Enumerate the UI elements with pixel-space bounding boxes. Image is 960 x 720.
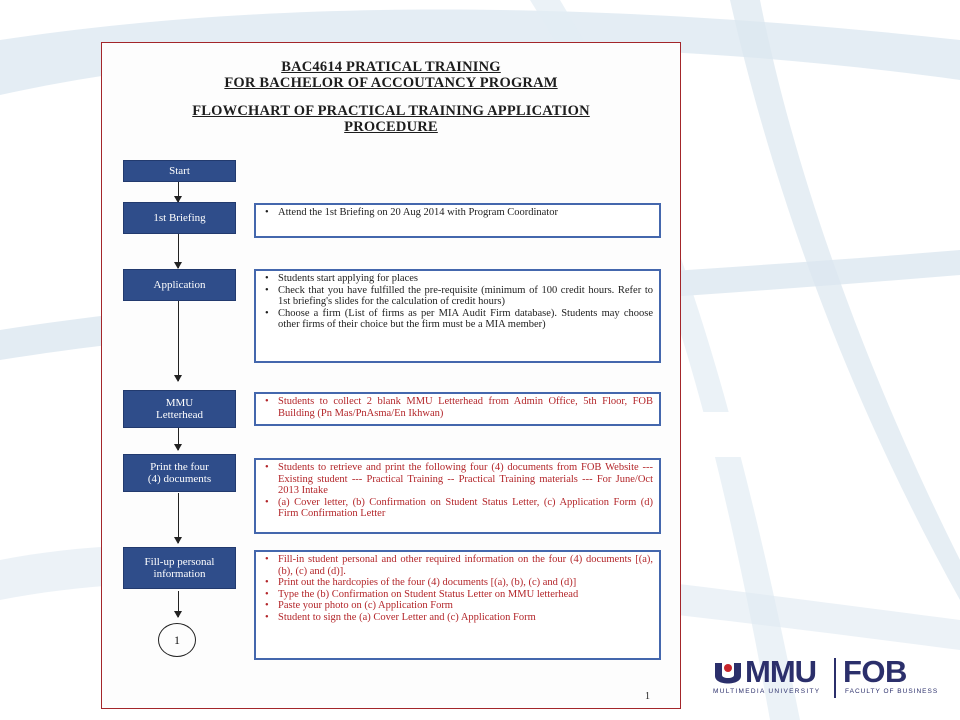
step-start-label: Start — [169, 165, 190, 177]
briefing-details: Attend the 1st Briefing on 20 Aug 2014 w… — [254, 203, 661, 238]
arrow-3 — [174, 301, 182, 382]
briefing-bullet: Attend the 1st Briefing on 20 Aug 2014 w… — [265, 207, 653, 219]
print-details: Students to retrieve and print the follo… — [254, 458, 661, 534]
doc-title-line2: FOR BACHELOR OF ACCOUTANCY PROGRAM — [224, 75, 558, 91]
logo-fob-subtitle: FACULTY OF BUSINESS — [845, 688, 939, 695]
logo-fob-text: FOB — [843, 654, 907, 689]
step-fill-label-2: information — [153, 568, 206, 580]
step-start: Start — [124, 161, 235, 181]
page-number: 1 — [645, 691, 650, 702]
application-bullet: Choose a firm (List of firms as per MIA … — [265, 308, 653, 331]
arrow-2 — [174, 234, 182, 269]
letterhead-bullet: Students to collect 2 blank MMU Letterhe… — [265, 396, 653, 419]
fill-bullet: Print out the hardcopies of the four (4)… — [265, 577, 653, 589]
fill-up-details: Fill-in student personal and other requi… — [254, 550, 661, 660]
step-application: Application — [124, 270, 235, 300]
step-print-label-1: Print the four — [150, 461, 209, 473]
step-letterhead-label-1: MMU — [165, 397, 194, 409]
application-details: Students start applying for places Check… — [254, 269, 661, 363]
step-fill-up: Fill-up personal information — [124, 548, 235, 588]
step-letterhead: MMU Letterhead — [124, 391, 235, 427]
doc-title-line1: BAC4614 PRATICAL TRAINING — [281, 59, 501, 75]
step-briefing-label: 1st Briefing — [153, 212, 206, 224]
connector-circle: 1 — [158, 623, 196, 657]
flowchart-document: BAC4614 PRATICAL TRAINING FOR BACHELOR O… — [101, 42, 681, 709]
logo-mmu-text: MMU — [745, 654, 817, 689]
print-bullet: Students to retrieve and print the follo… — [265, 462, 653, 497]
mmu-logo-mark-icon — [715, 663, 741, 684]
fill-bullet: Fill-in student personal and other requi… — [265, 554, 653, 577]
print-bullet: (a) Cover letter, (b) Confirmation on St… — [265, 497, 653, 520]
fill-bullet: Type the (b) Confirmation on Student Sta… — [265, 589, 653, 601]
logo-mmu-subtitle: MULTIMEDIA UNIVERSITY — [713, 688, 821, 695]
step-briefing: 1st Briefing — [124, 203, 235, 233]
arrow-4 — [174, 428, 182, 451]
connector-label: 1 — [174, 632, 180, 647]
logo-divider — [834, 658, 836, 698]
step-application-label: Application — [153, 279, 206, 291]
doc-title-line3: FLOWCHART OF PRACTICAL TRAINING APPLICAT… — [192, 103, 590, 119]
doc-title-line4: PROCEDURE — [344, 119, 438, 135]
step-print-label-2: (4) documents — [147, 473, 212, 485]
arrow-5 — [174, 493, 182, 544]
application-bullet: Check that you have fulfilled the pre-re… — [265, 285, 653, 308]
fill-bullet: Paste your photo on (c) Application Form — [265, 600, 653, 612]
step-letterhead-label-2: Letterhead — [155, 409, 204, 421]
letterhead-details: Students to collect 2 blank MMU Letterhe… — [254, 392, 661, 426]
arrow-6 — [174, 591, 182, 618]
mmu-fob-logo: MMU FOB MULTIMEDIA UNIVERSITY FACULTY OF… — [713, 654, 945, 698]
fill-bullet: Student to sign the (a) Cover Letter and… — [265, 612, 653, 624]
step-print-documents: Print the four (4) documents — [124, 455, 235, 491]
application-bullet: Students start applying for places — [265, 273, 653, 285]
arrow-1 — [174, 182, 182, 203]
step-fill-label-1: Fill-up personal — [144, 556, 215, 568]
